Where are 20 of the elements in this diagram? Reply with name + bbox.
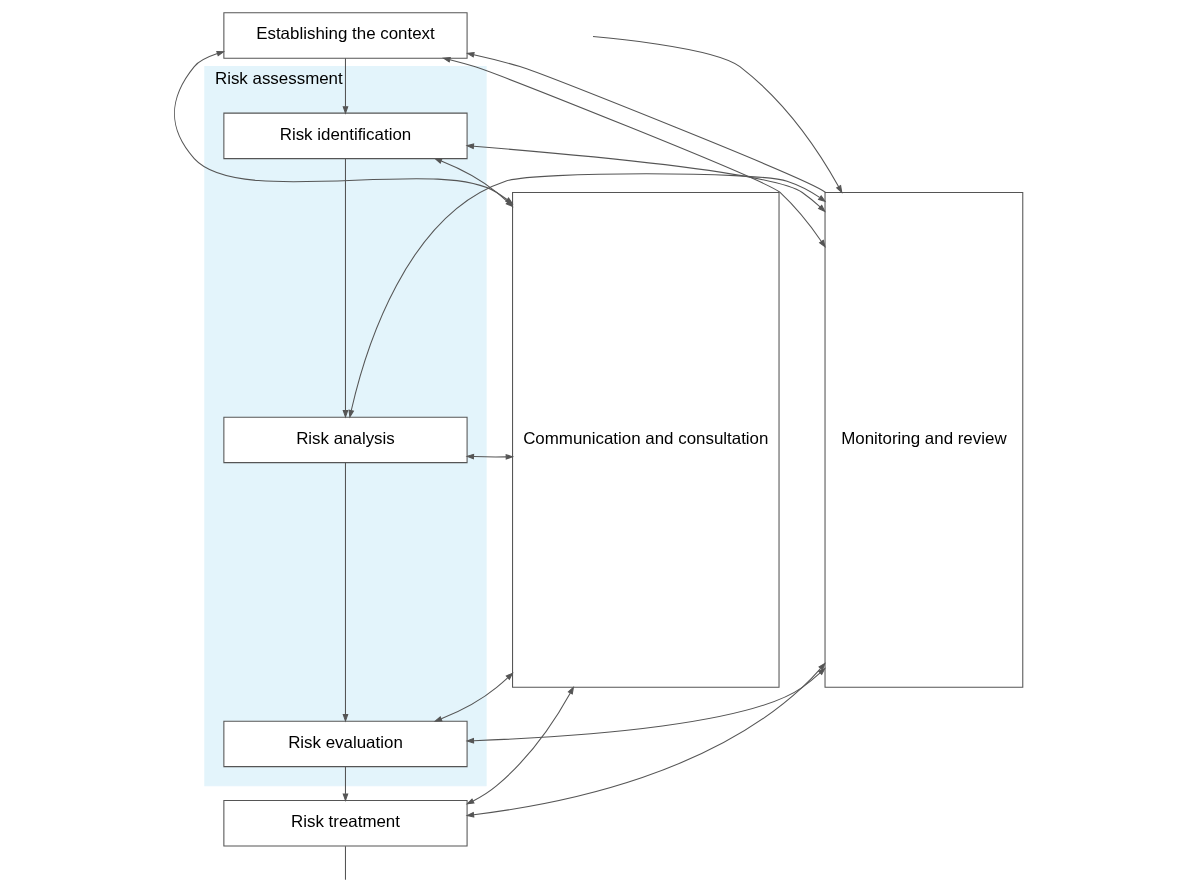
arrow — [342, 462, 349, 723]
arrow — [465, 685, 575, 805]
arrow — [433, 672, 514, 722]
arrow — [465, 453, 515, 460]
node-box: Establishing the context — [223, 12, 468, 59]
node-box: Risk analysis — [223, 416, 468, 464]
arrow — [442, 57, 826, 249]
arrow — [465, 51, 827, 194]
arrow — [342, 57, 349, 115]
connector — [344, 845, 346, 881]
node-box: Monitoring and review — [824, 191, 1024, 688]
arrow — [342, 158, 349, 419]
node-box: Risk identification — [223, 112, 468, 160]
arrow — [342, 766, 349, 803]
arrow — [465, 143, 826, 213]
node-box: Risk evaluation — [223, 720, 468, 768]
node-box: Risk treatment — [223, 799, 468, 847]
node-box: Communication and consultation — [512, 191, 780, 688]
arrow — [592, 35, 843, 194]
arrow — [348, 173, 827, 419]
